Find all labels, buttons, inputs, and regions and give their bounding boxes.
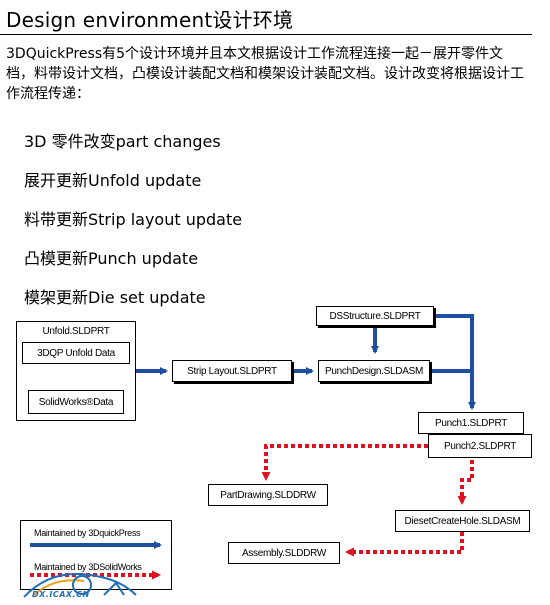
legend-dotted-label: Maintained by 3DSolidWorks [34,562,142,572]
arrow-dsstructure-to-punch1 [436,314,476,410]
node-dieset-create-hole-label: DiesetCreateHole.SLDASM [404,515,521,527]
node-punch-design: PunchDesign.SLDASM [318,360,430,382]
node-solidworks-data: SolidWorks®Data [28,390,124,414]
title-divider [0,34,532,35]
legend-solid-label: Maintained by 3DquickPress [34,528,141,538]
node-solidworks-data-label: SolidWorks®Data [38,396,114,408]
step-strip-layout-update: 料带更新Strip layout update [24,210,243,229]
intro-paragraph: 3DQuickPress有5个设计环境并且本文根据设计工作流程连接一起－展开零件… [6,46,524,102]
node-punch2: Punch2.SLDPRT [428,434,532,458]
node-dieset-create-hole: DiesetCreateHole.SLDASM [395,510,530,532]
node-part-drawing-label: PartDrawing.SLDDRW [220,489,316,501]
node-punch1: Punch1.SLDPRT [418,412,524,434]
legend-box [20,520,172,590]
node-unfold-data-label: 3DQP Unfold Data [37,347,115,359]
node-punch-design-label: PunchDesign.SLDASM [325,365,423,377]
node-punch1-label: Punch1.SLDPRT [434,417,508,429]
node-unfold-part-label: Unfold.SLDPRT [42,326,110,337]
node-punch2-label: Punch2.SLDPRT [443,440,517,452]
node-part-drawing: PartDrawing.SLDDRW [208,484,328,506]
step-unfold-update: 展开更新Unfold update [24,171,202,190]
step-part-changes: 3D 零件改变part changes [24,132,221,151]
node-assembly-label: Assembly.SLDDRW [241,547,327,559]
step-punch-update: 凸模更新Punch update [24,249,199,268]
node-strip-layout: Strip Layout.SLDPRT [172,360,292,382]
node-strip-layout-label: Strip Layout.SLDPRT [187,365,277,377]
step-die-set-update: 模架更新Die set update [24,288,206,307]
page-title: Design environment设计环境 [6,8,294,32]
arrow-diesetcreatehole-to-assembly [345,532,464,557]
node-assembly: Assembly.SLDDRW [228,542,340,564]
watermark-text: DX.ICAX.CN [32,590,90,599]
node-ds-structure-label: DSStructure.SLDPRT [329,310,421,322]
arrow-punch2-to-diesetcreatehole [457,460,474,505]
watermark-logo-icon [23,573,137,598]
node-unfold-data: 3DQP Unfold Data [22,342,130,364]
node-ds-structure: DSStructure.SLDPRT [316,306,434,326]
arrow-punch2-to-partdrawing [261,444,428,481]
